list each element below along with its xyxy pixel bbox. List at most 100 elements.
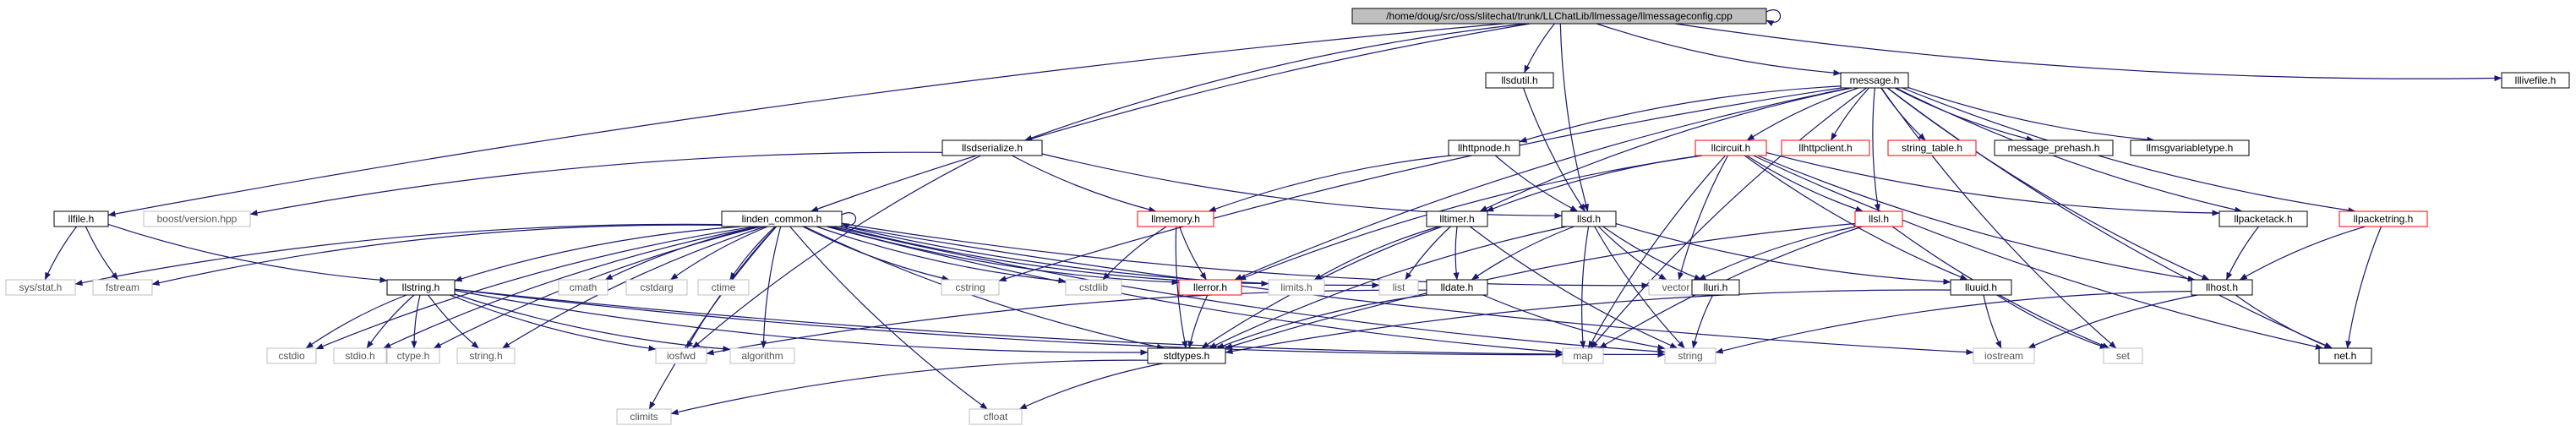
node-llsd[interactable]: llsd.h: [1561, 210, 1617, 227]
node-linden-common[interactable]: linden_common.h: [721, 210, 843, 227]
edge-llsdserialize-to-boost_version: [249, 151, 943, 216]
edge-llmessageconfig-to-lllivefile: [1674, 23, 2502, 82]
node-box: [1691, 279, 1740, 296]
node-algorithm: algorithm: [729, 347, 795, 364]
node-label: lluuid.h: [1965, 281, 1997, 293]
node-llhost[interactable]: llhost.h: [2191, 279, 2253, 296]
node-llsl[interactable]: llsl.h: [1854, 210, 1903, 227]
node-label: llsdutil.h: [1501, 74, 1537, 86]
node-llmsgvariabletype[interactable]: llmsgvariabletype.h: [2130, 139, 2250, 156]
node-box: [143, 210, 251, 227]
edge-llsdutil-to-llsd: [1522, 87, 1586, 212]
node-list: list: [1378, 279, 1419, 296]
node-cmath: cmath: [558, 279, 609, 296]
node-net-h[interactable]: net.h: [2318, 347, 2372, 364]
edge-llmessageconfig-to-llsd: [1559, 23, 1589, 212]
edge-llsdserialize-to-llsd: [1041, 153, 1563, 219]
edge-lluuid-to-iostream: [1983, 294, 2002, 349]
node-label: boost/version.hpp: [157, 213, 237, 225]
node-box: [266, 347, 317, 364]
node-box: [1426, 210, 1488, 227]
edge-llmessageconfig-to-llmessageconfig: [1766, 9, 1782, 27]
node-llerror[interactable]: llerror.h: [1178, 279, 1242, 296]
node-box: [1561, 210, 1617, 227]
node-lldate[interactable]: lldate.h: [1426, 279, 1488, 296]
node-label: llsl.h: [1869, 213, 1889, 225]
edge-llpacketring-to-llhost: [2239, 226, 2366, 281]
node-box: [1854, 210, 1903, 227]
node-lluri[interactable]: lluri.h: [1691, 279, 1740, 296]
edge-llsd-to-lluri: [1602, 226, 1702, 281]
node-llfile[interactable]: llfile.h: [53, 210, 109, 227]
edge-lltimer-to-limits_h: [1313, 226, 1440, 281]
edge-linden_common-to-fstream: [151, 224, 723, 287]
node-box: [2339, 210, 2428, 227]
node-message[interactable]: message.h: [1840, 72, 1909, 89]
node-string: string: [1664, 347, 1716, 364]
node-llhttpclient[interactable]: llhttpclient.h: [1781, 139, 1870, 156]
node-llmessageconfig[interactable]: /home/doug/src/oss/slitechat/trunk/LLCha…: [1351, 8, 1767, 25]
node-stdtypes[interactable]: stdtypes.h: [1147, 347, 1226, 364]
node-label: set: [2116, 350, 2131, 362]
node-box: [1485, 72, 1554, 89]
node-label: llhttpclient.h: [1798, 142, 1852, 154]
node-box: [1994, 139, 2114, 156]
node-llpacketring[interactable]: llpacketring.h: [2339, 210, 2428, 227]
node-cstdlib: cstdlib: [1065, 279, 1122, 296]
node-llcircuit[interactable]: llcircuit.h: [1695, 139, 1767, 156]
edge-llcircuit-to-net_h: [1753, 155, 2323, 350]
node-label: string_table.h: [1902, 142, 1962, 154]
node-box: [729, 347, 795, 364]
node-label: sys/stat.h: [19, 281, 63, 293]
edge-llstring-to-string_h: [428, 294, 479, 349]
node-ctime: ctime: [697, 279, 750, 296]
edge-llerror-to-stdtypes: [1187, 294, 1209, 349]
edge-llhost-to-iostream: [2028, 294, 2198, 349]
node-llmemory[interactable]: llmemory.h: [1137, 210, 1214, 227]
node-llsdserialize[interactable]: llsdserialize.h: [941, 139, 1043, 156]
node-label: cmath: [570, 281, 598, 293]
edge-linden_common-to-cstring: [802, 226, 950, 281]
edge-llstring-to-iosfwd: [449, 294, 657, 352]
edge-llfile-to-sys_stat: [44, 226, 78, 281]
node-label: stdtypes.h: [1164, 350, 1210, 362]
node-llpacketack[interactable]: llpacketack.h: [2219, 210, 2308, 227]
node-lluuid[interactable]: lluuid.h: [1950, 279, 2012, 296]
node-set: set: [2103, 347, 2143, 364]
edge-linden_common-to-map: [826, 226, 1564, 355]
node-box: [1664, 347, 1716, 364]
edge-llsl-to-vector: [1698, 226, 1857, 281]
node-message-prehash[interactable]: message_prehash.h: [1994, 139, 2114, 156]
node-box: [941, 139, 1043, 156]
node-llsdutil[interactable]: llsdutil.h: [1485, 72, 1554, 89]
edge-message-to-cstring: [998, 87, 1842, 282]
node-box: [1448, 139, 1520, 156]
node-box: [92, 279, 153, 296]
edge-llmessageconfig-to-linden_common: [810, 23, 1531, 212]
node-lltimer[interactable]: lltimer.h: [1426, 210, 1488, 227]
node-sys-stat: sys/stat.h: [5, 279, 76, 296]
node-llhttpnode[interactable]: llhttpnode.h: [1448, 139, 1520, 156]
node-cstdio: cstdio: [266, 347, 317, 364]
edge-llstring-to-ctype_h: [411, 294, 421, 349]
edge-llcircuit-to-llerror: [1238, 155, 1703, 281]
node-limits-h: limits.h: [1268, 279, 1325, 296]
node-label: cstdarg: [640, 281, 673, 293]
edge-lltimer-to-lldate: [1453, 226, 1460, 281]
edge-llstring-to-map: [454, 288, 1564, 358]
edge-llsd-to-vector: [1597, 226, 1667, 281]
node-box: [1378, 279, 1419, 296]
node-label: cstdlib: [1079, 281, 1108, 293]
node-label: message_prehash.h: [2008, 142, 2100, 154]
node-label: llhost.h: [2206, 281, 2238, 293]
edge-stdtypes-to-climits: [670, 359, 1149, 415]
edge-llmessageconfig-to-llsdutil: [1524, 23, 1555, 74]
node-lllivefile[interactable]: lllivefile.h: [2501, 72, 2570, 89]
edge-linden_common-to-vector: [841, 222, 1650, 289]
node-llstring[interactable]: llstring.h: [386, 279, 456, 296]
node-label: lldate.h: [1441, 281, 1474, 293]
edge-linden_common-to-limits_h: [838, 226, 1269, 287]
node-box: [1426, 279, 1488, 296]
node-label: lluri.h: [1704, 281, 1728, 293]
node-string-table[interactable]: string_table.h: [1887, 139, 1977, 156]
